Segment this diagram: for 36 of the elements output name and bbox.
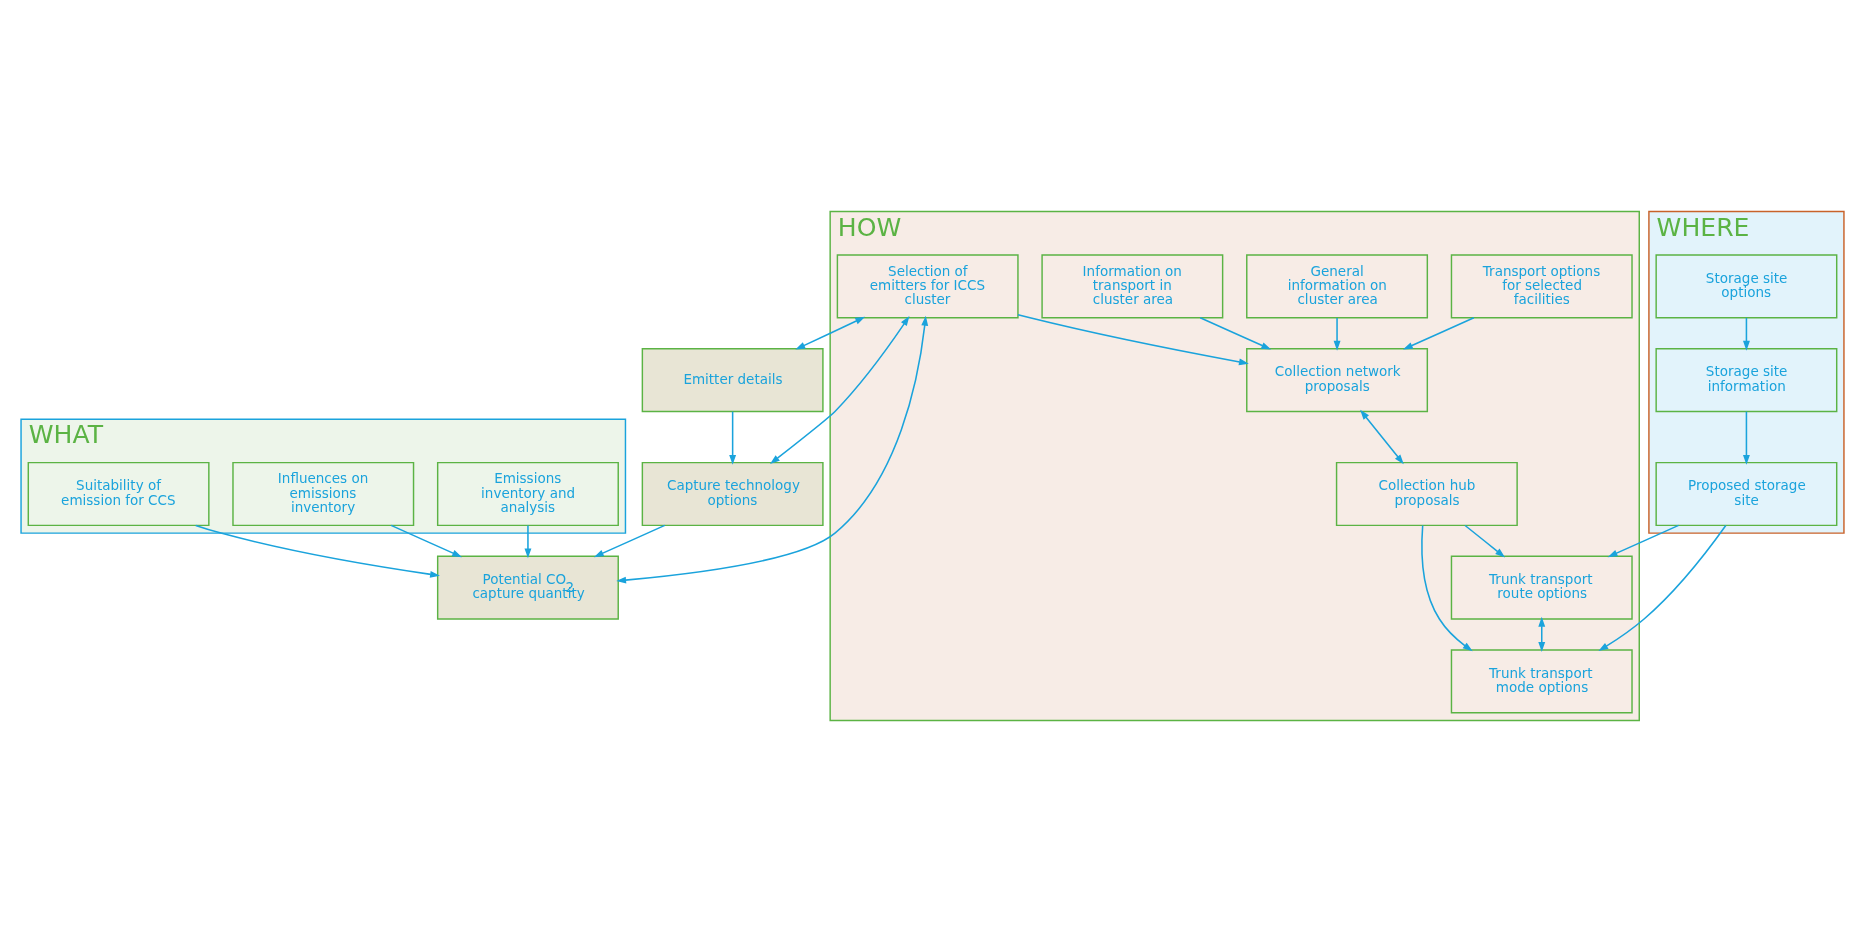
arrow bbox=[616, 315, 929, 583]
arrow bbox=[1598, 524, 1727, 651]
arrow bbox=[195, 524, 440, 578]
arrow bbox=[1017, 313, 1249, 365]
arrow bbox=[1402, 316, 1475, 350]
node-box: Selection of emitters for ICCS cluster bbox=[836, 253, 1019, 318]
node-box: Transport options for selected facilities bbox=[1450, 253, 1633, 318]
arrow bbox=[1743, 410, 1750, 465]
arrow bbox=[524, 524, 532, 558]
arrow bbox=[795, 316, 866, 350]
node-box: Capture technology options bbox=[641, 461, 824, 526]
node-box: General information on cluster area bbox=[1246, 253, 1429, 318]
arrow bbox=[1607, 524, 1680, 557]
node-box: Collection network proposals bbox=[1246, 347, 1429, 412]
arrow bbox=[593, 524, 666, 557]
node-box: Information on transport in cluster area bbox=[1041, 253, 1224, 318]
node-box: Emitter details bbox=[641, 347, 824, 412]
arrow bbox=[1743, 316, 1750, 351]
arrow bbox=[770, 315, 910, 464]
node-box: Proposed storage site bbox=[1655, 461, 1838, 526]
arrow bbox=[1333, 316, 1341, 351]
node-box: Influences on emissions inventory bbox=[232, 461, 415, 526]
arrow bbox=[1360, 409, 1404, 464]
arrow bbox=[1538, 616, 1546, 652]
arrow bbox=[390, 524, 463, 557]
node-box: Collection hub proposals bbox=[1335, 461, 1518, 526]
arrow bbox=[1199, 316, 1272, 350]
arrow bbox=[729, 410, 737, 465]
node-box: Trunk transport route options bbox=[1450, 555, 1633, 620]
node-box: Storage site options bbox=[1655, 253, 1838, 318]
arrow bbox=[1421, 524, 1473, 651]
node-box: Storage site information bbox=[1655, 347, 1838, 412]
node-box: Emissions inventory and analysis bbox=[436, 461, 619, 526]
node-box: Trunk transport mode options bbox=[1450, 648, 1633, 713]
node-box: Suitability of emission for CCS bbox=[27, 461, 210, 526]
arrow bbox=[1464, 524, 1506, 557]
